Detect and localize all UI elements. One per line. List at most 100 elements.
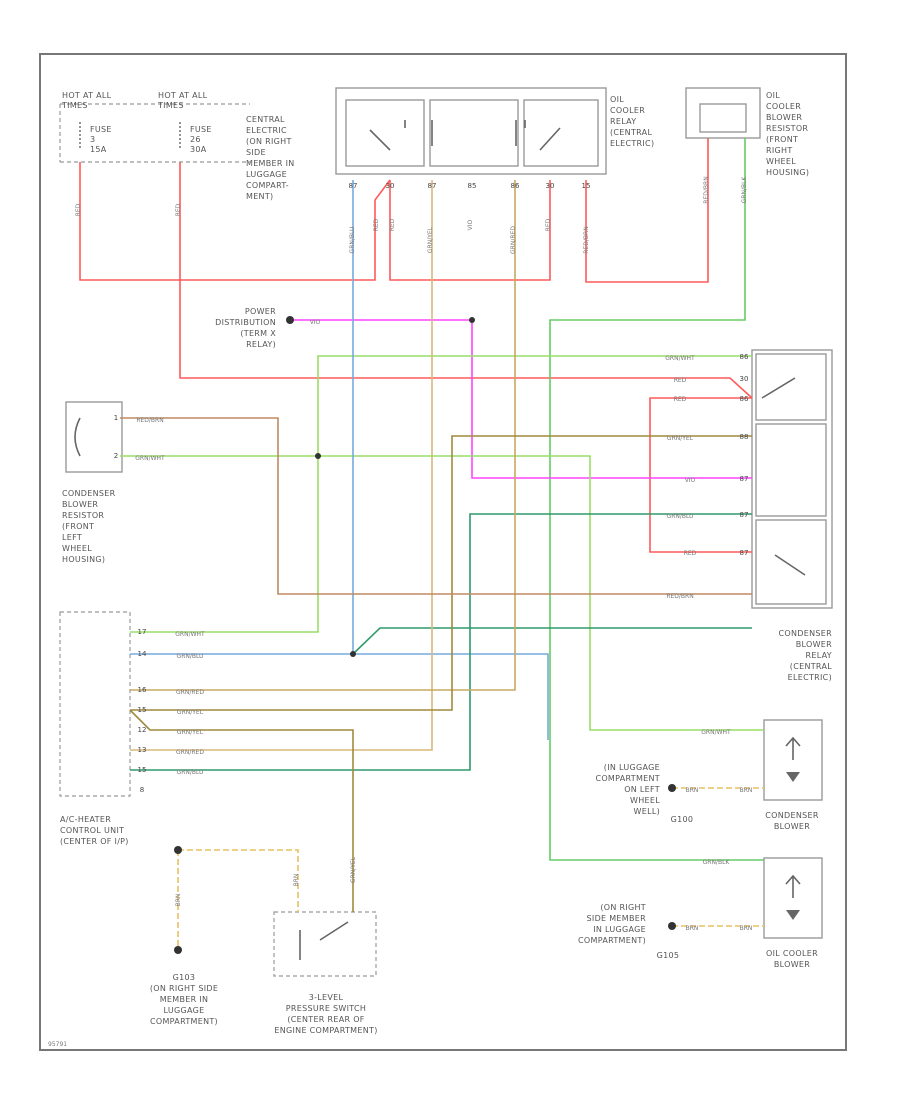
label-g105-loc: COMPARTMENT) [578,936,646,945]
wire-red-relay-res [585,138,709,283]
wire-label-1: RED [175,203,182,216]
label-oil-cooler-resistor: RIGHT [766,146,793,155]
wire-label-26: GRN/YEL [177,709,204,716]
wire-label-14: RED [674,396,687,403]
wire-label-35: BRN [740,925,753,932]
pin-relay-top: 30 [386,182,395,190]
wire-label-36: BRN [175,894,182,907]
wire-olive [130,435,752,711]
label-power-dist: DISTRIBUTION [215,318,276,327]
pressure-switch [273,911,377,977]
wire-vio-powerdist [290,319,752,479]
wire-label-12: GRN/WHT [665,355,695,362]
label-hot2: HOT AT ALL [158,91,208,100]
wire-brn-switch [178,849,299,912]
label-fuse2: 26 [190,135,201,144]
label-oil-blower: BLOWER [774,960,810,969]
condenser-blower [763,719,823,801]
wire-label-25: GRN/RED [176,689,204,696]
label-central-electric: MENT) [246,192,273,201]
label-hot1: TIMES [61,101,88,110]
label-cond-relay: RELAY [806,651,833,660]
wire-grn-wht [130,355,752,633]
label-g103: LUGGAGE [164,1006,205,1015]
label-central-electric: LUGGAGE [246,170,287,179]
wire-label-16: VIO [685,477,696,484]
wire-label-0: RED [75,203,82,216]
label-cond-relay: BLOWER [796,640,832,649]
label-hot1: HOT AT ALL [62,91,112,100]
label-g100-loc: COMPARTMENT [595,774,660,783]
pin-control: 15 [138,706,147,714]
label-central-electric: CENTRAL [246,115,285,124]
label-cond-resistor: LEFT [62,533,82,542]
wire-label-9: RED/BRN [583,226,590,253]
label-pressure-sw: ENGINE COMPARTMENT) [274,1026,377,1035]
pin-control: 14 [138,650,147,658]
label-cond-resistor: WHEEL [62,544,92,553]
pin-relay-top: 87 [428,182,437,190]
oil-cooler-relay [335,87,607,175]
wire-label-8: RED [545,218,552,231]
wire-label-31: GRN/BLK [703,859,731,866]
diagram-border [39,53,847,1051]
label-pressure-sw: 3-LEVEL [309,993,344,1002]
label-oil-cooler-relay: OIL [610,95,624,104]
oil-cooler-blower [763,857,823,939]
label-fuse2: FUSE [190,125,212,134]
label-oil-cooler-resistor: HOUSING) [766,168,809,177]
label-hot2: TIMES [157,101,184,110]
label-cond-relay: (CENTRAL [790,662,832,671]
wire-label-23: GRN/WHT [175,631,205,638]
wire-label-19: RED/BRN [666,593,693,600]
pin-control: 16 [138,686,147,694]
pin-relay-top: 30 [546,182,555,190]
label-oil-cooler-resistor: OIL [766,91,780,100]
wire-label-21: RED/BRN [136,417,163,424]
label-ac-unit: A/C-HEATER [60,815,111,824]
label-oil-blower: OIL COOLER [766,949,818,958]
label-cond-resistor: BLOWER [62,500,98,509]
wire-grn-blu2 [352,627,752,655]
wire-label-37: BRN [293,874,300,887]
wire-oil-res-out [549,138,764,861]
wires [79,138,764,950]
wire-label-7: GRN/RED [510,226,517,254]
label-pressure-sw: (CENTER REAR OF [287,1015,364,1024]
wire-label-11: GRN/BLK [741,176,748,204]
wire-label-29: GRN/BLU [177,769,204,776]
wire-label-13: RED [674,377,687,384]
pin-relay-right: 86 [740,353,749,361]
wire-label-15: GRN/YEL [667,435,694,442]
wire-label-3: RED [389,218,396,231]
wire-label-33: BRN [740,787,753,794]
label-oil-cooler-resistor: BLOWER [766,113,802,122]
wire-label-24: GRN/BLU [177,653,204,660]
label-power-dist: RELAY) [246,340,276,349]
label-oil-cooler-resistor: WHEEL [766,157,796,166]
ac-control-unit [59,611,131,797]
label-cond-resistor: (FRONT [62,522,94,531]
label-g100-loc: (IN LUGGAGE [604,763,660,772]
condenser-relay [751,349,833,609]
pin-relay-top: 15 [582,182,591,190]
wire-label-28: GRN/RED [176,749,204,756]
label-g103: MEMBER IN [160,995,209,1004]
pin-relay-top: 85 [468,182,477,190]
wire-grn-yel-a [130,180,433,751]
wire-labels: RED RED RED RED GRN/BLU GRN/YEL VIO GRN/RED RED R… [75,176,752,932]
label-central-electric: COMPART- [246,181,289,190]
label-power-dist: POWER [245,307,276,316]
wire-label-6: VIO [467,219,474,230]
wire-label-17: GRN/BLU [667,513,694,520]
pin-relay-right: 87 [740,549,749,557]
label-central-electric: SIDE [246,148,266,157]
condenser-resistor [65,401,123,473]
wire-red-relay-30 [389,180,551,281]
pin-control: 12 [138,726,147,734]
splice-dots [174,316,676,954]
label-g100-loc: ON LEFT [624,785,660,794]
wire-label-32: BRN [686,787,699,794]
label-g105-loc: SIDE MEMBER [587,914,647,923]
